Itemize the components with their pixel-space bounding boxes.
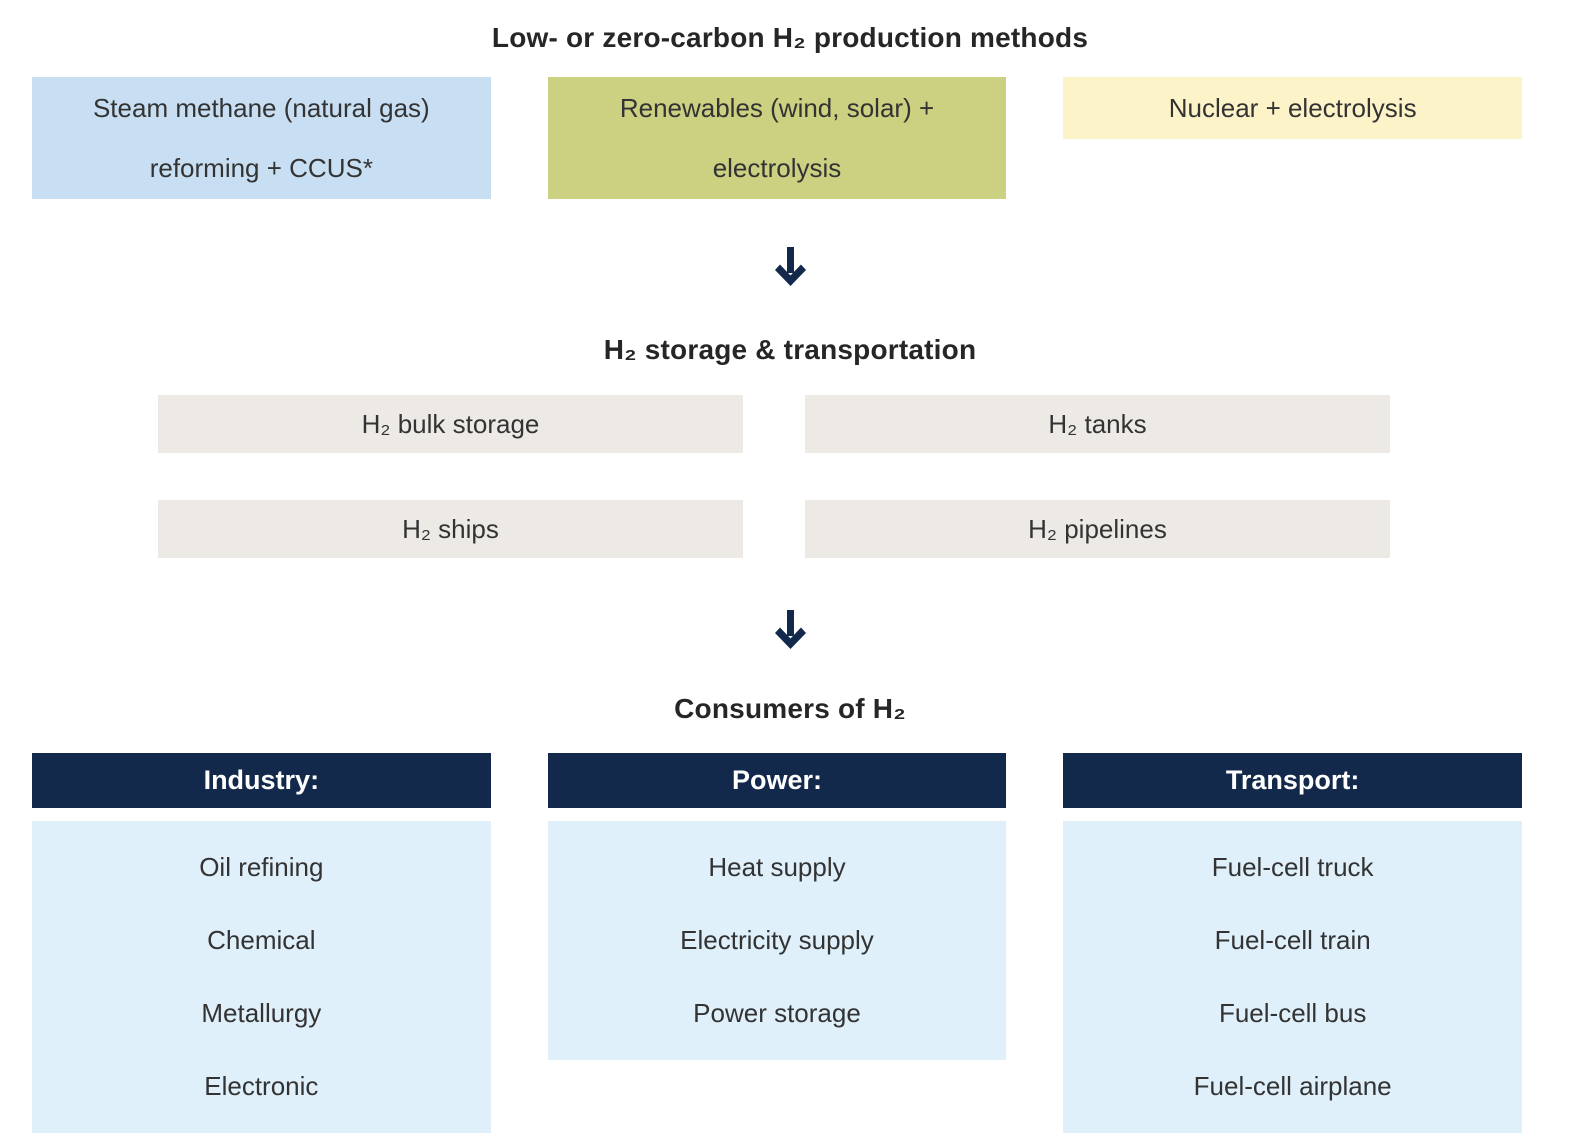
consumer-item-electronic: Electronic — [204, 1071, 319, 1101]
consumers-section-title: Consumers of H₂ — [674, 693, 906, 724]
consumer-item-fuel-cell-train: Fuel-cell train — [1214, 925, 1371, 955]
consumer-item-oil-refining: Oil refining — [199, 852, 324, 882]
consumer-header-transport: Transport: — [1063, 753, 1522, 808]
storage-box-tanks: H₂ tanks — [805, 395, 1390, 453]
flow-arrow-production-to-storage — [0, 247, 1580, 292]
method-box-smr-ccus: Steam methane (natural gas) reforming + … — [32, 77, 491, 199]
consumer-body-industry: Oil refining Chemical Metallurgy Electro… — [32, 821, 491, 1133]
consumer-item-fuel-cell-airplane: Fuel-cell airplane — [1193, 1071, 1392, 1101]
consumer-group-power: Power: Heat supply Electricity supply Po… — [547, 753, 1007, 1060]
down-arrow-icon — [774, 610, 806, 649]
consumer-group-industry: Industry: Oil refining Chemical Metallur… — [32, 753, 491, 1133]
storage-box-bulk-storage: H₂ bulk storage — [158, 395, 743, 453]
consumer-header-industry: Industry: — [32, 753, 491, 808]
consumer-item-fuel-cell-bus: Fuel-cell bus — [1218, 998, 1367, 1028]
consumer-item-metallurgy: Metallurgy — [201, 998, 322, 1028]
production-methods-row: Steam methane (natural gas) reforming + … — [32, 77, 1522, 199]
storage-grid: H₂ bulk storage H₂ tanks H₂ ships H₂ pip… — [158, 395, 1390, 558]
storage-box-pipelines: H₂ pipelines — [805, 500, 1390, 558]
method-box-nuclear-electrolysis: Nuclear + electrolysis — [1063, 77, 1522, 139]
consumer-item-chemical: Chemical — [207, 925, 316, 955]
consumer-item-heat-supply: Heat supply — [708, 852, 846, 882]
storage-box-ships: H₂ ships — [158, 500, 743, 558]
consumer-item-electricity-supply: Electricity supply — [680, 925, 874, 955]
consumer-item-fuel-cell-truck: Fuel-cell truck — [1211, 852, 1374, 882]
consumer-header-power: Power: — [547, 753, 1007, 808]
consumer-body-power: Heat supply Electricity supply Power sto… — [547, 821, 1007, 1060]
down-arrow-icon — [774, 247, 806, 286]
consumer-body-transport: Fuel-cell truck Fuel-cell train Fuel-cel… — [1063, 821, 1522, 1133]
production-section-title: Low- or zero-carbon H₂ production method… — [491, 22, 1089, 53]
method-box-renewables-electrolysis: Renewables (wind, solar) + electrolysis — [547, 77, 1007, 199]
storage-section-title: H₂ storage & transportation — [603, 334, 977, 365]
flow-arrow-storage-to-consumers — [0, 610, 1580, 655]
consumer-group-transport: Transport: Fuel-cell truck Fuel-cell tra… — [1063, 753, 1522, 1133]
consumer-item-power-storage: Power storage — [693, 998, 861, 1028]
consumers-row: Industry: Oil refining Chemical Metallur… — [32, 753, 1522, 1133]
